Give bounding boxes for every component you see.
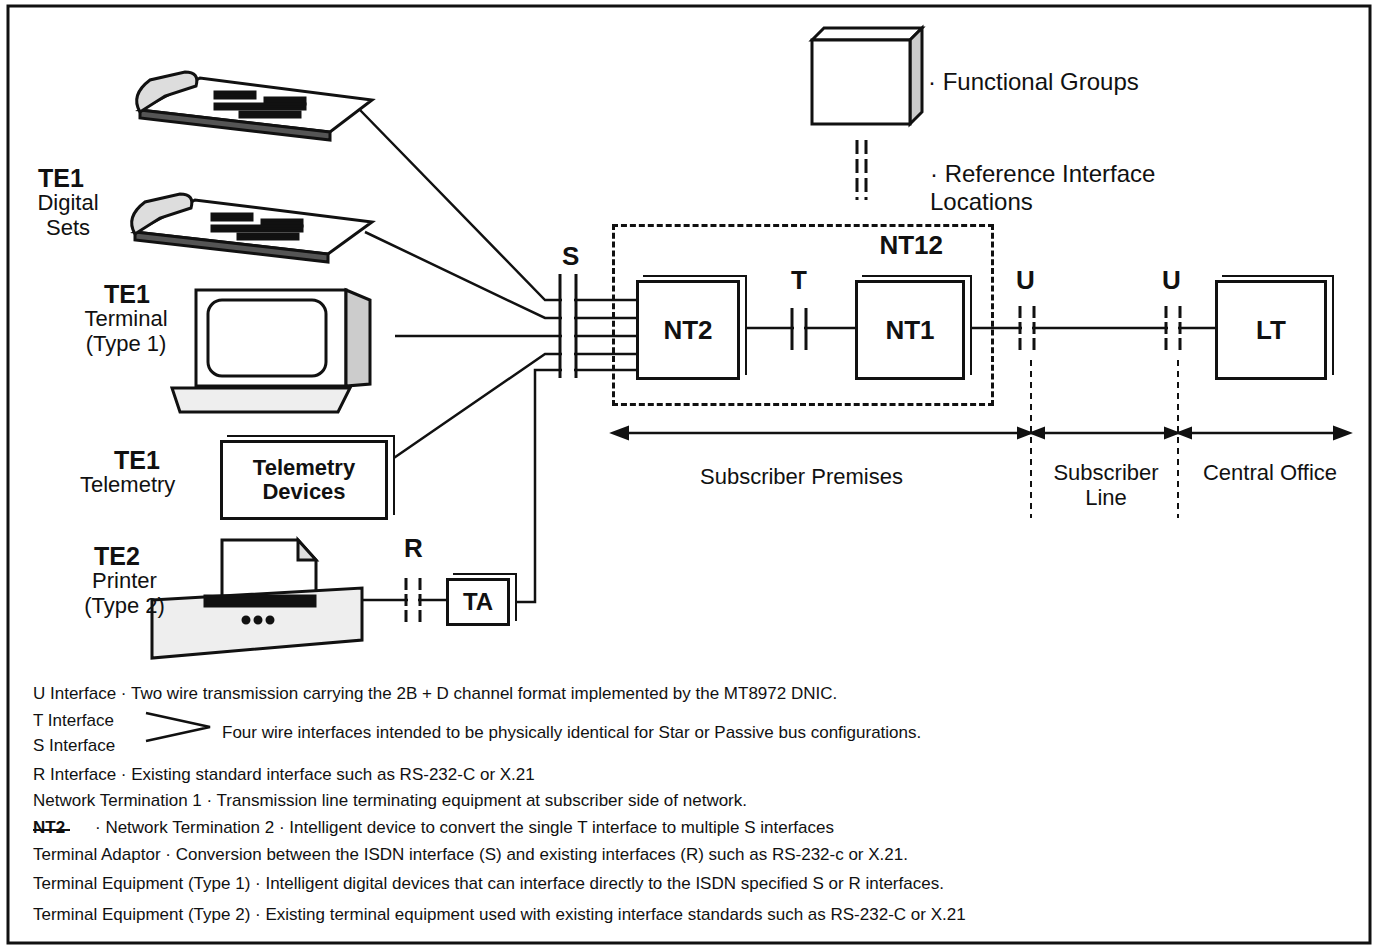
annotation-label: Subscriber Premises: [700, 464, 903, 489]
printer: [152, 540, 362, 658]
node-label: NT12: [879, 231, 943, 260]
annotation-label: TE1: [38, 164, 84, 193]
legend-note: Network Termination 1 · Transmission lin…: [33, 791, 747, 811]
legend-brace: [146, 713, 210, 741]
annotation-label: TE2: [94, 542, 140, 571]
reference-label: · Reference Interface Locations: [930, 160, 1200, 215]
nt1-box: NT1: [855, 280, 965, 380]
reference-label: U: [1016, 266, 1035, 296]
annotation-label: Printer (Type 2): [72, 568, 177, 619]
legend-note: Terminal Equipment (Type 1) · Intelligen…: [33, 874, 944, 894]
node-label: Telemetry Devices: [223, 456, 385, 504]
reference-label: · Functional Groups: [928, 68, 1139, 96]
annotation-label: Central Office: [1200, 460, 1340, 485]
legend-note: · Network Termination 2 · Intelligent de…: [95, 818, 834, 838]
reference-label: S: [562, 242, 579, 272]
legend-note: S Interface: [33, 736, 115, 756]
lt-box: LT: [1215, 280, 1327, 380]
node-label: LT: [1256, 316, 1286, 345]
digital-set-phone: [132, 194, 372, 262]
interface-symbols: [406, 140, 1180, 622]
annotation-label: TE1: [114, 446, 160, 475]
legend-note: R Interface · Existing standard interfac…: [33, 765, 535, 785]
reference-label: T: [791, 266, 807, 296]
legend-note: Terminal Adaptor · Conversion between th…: [33, 845, 908, 865]
annotation-label: Subscriber Line: [1036, 460, 1176, 511]
nt12-boundary: NT12NT2 NT1: [612, 224, 994, 406]
legend-note: Four wire interfaces intended to be phys…: [222, 723, 921, 743]
node-label: TA: [463, 589, 493, 615]
digital-set-phone: [137, 72, 372, 140]
reference-label: R: [404, 534, 423, 564]
frame: [8, 6, 1370, 943]
nt2-box: NT2: [636, 280, 740, 380]
node-label: NT2: [663, 316, 712, 345]
legend-note: T Interface: [33, 711, 114, 731]
node-label: NT1: [885, 316, 934, 345]
reference-label: U: [1162, 266, 1181, 296]
annotation-label: Telemetry: [80, 472, 175, 497]
annotation-label: TE1: [104, 280, 150, 309]
legend-note: Terminal Equipment (Type 2) · Existing t…: [33, 905, 966, 925]
ta-box: TA: [446, 578, 510, 626]
legend-note: NT2: [33, 818, 65, 838]
device-wires: [360, 110, 636, 600]
functional-group-sample: [812, 28, 922, 124]
terminal-computer: [172, 290, 370, 412]
annotation-label: Terminal (Type 1): [70, 306, 182, 357]
region-markers: [612, 360, 1350, 518]
legend-note: U Interface · Two wire transmission carr…: [33, 684, 837, 704]
annotation-label: Digital Sets: [22, 190, 114, 241]
telemetry-box: Telemetry Devices: [220, 440, 388, 520]
